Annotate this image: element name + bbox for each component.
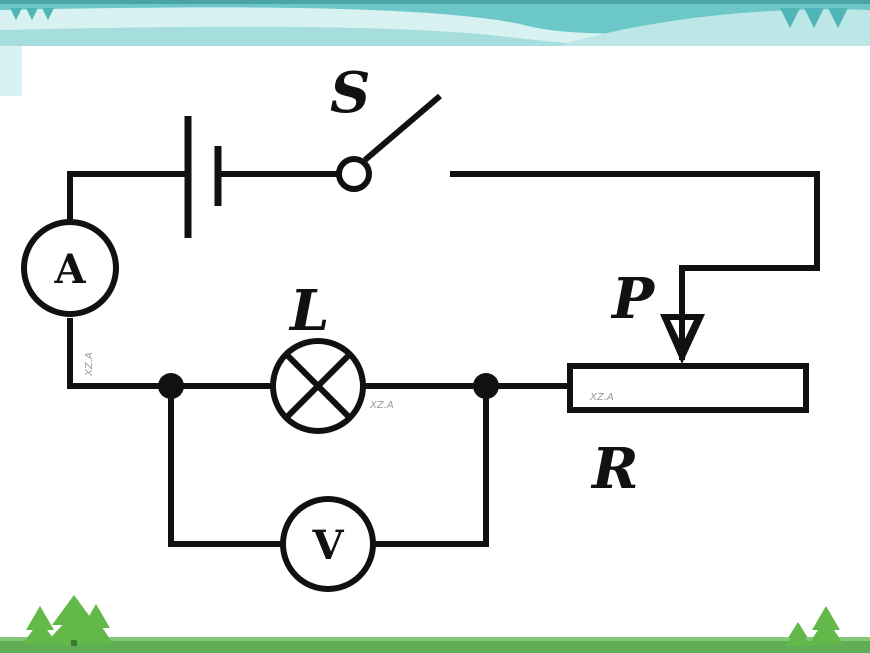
junction-dot-right: [473, 373, 499, 399]
slider-label: P: [610, 266, 656, 332]
ammeter-symbol: A: [21, 219, 119, 317]
wire-left-bottom: [67, 318, 171, 389]
battery-symbol: [184, 116, 222, 238]
header-banner: [0, 0, 870, 96]
watermark-3: XZ.A: [84, 352, 95, 377]
rheostat-body: [567, 363, 809, 413]
lamp-symbol: [270, 338, 366, 434]
trees-right-icon: [784, 606, 844, 646]
header-triangles-left: [10, 8, 54, 20]
footer-decoration: [0, 595, 870, 653]
watermark-1: XZ.A: [589, 392, 614, 403]
wire-voltmeter-right: [373, 386, 489, 547]
circuit-wires: [67, 171, 820, 547]
junction-dot-left: [158, 373, 184, 399]
wire-top-left: [67, 171, 187, 220]
wire-voltmeter-left: [168, 386, 283, 547]
lamp-label: L: [288, 278, 329, 344]
voltmeter-symbol: V: [280, 496, 376, 592]
rheostat-label: R: [590, 436, 639, 502]
trees-left-icon: [22, 595, 114, 646]
wire-top-right: [450, 171, 820, 330]
watermark-2: XZ.A: [369, 400, 394, 411]
switch-label: S: [330, 60, 370, 126]
switch-symbol: [336, 93, 442, 192]
voltmeter-letter: V: [311, 522, 344, 569]
header-triangles-right: [780, 8, 848, 28]
ammeter-letter: A: [53, 246, 86, 293]
